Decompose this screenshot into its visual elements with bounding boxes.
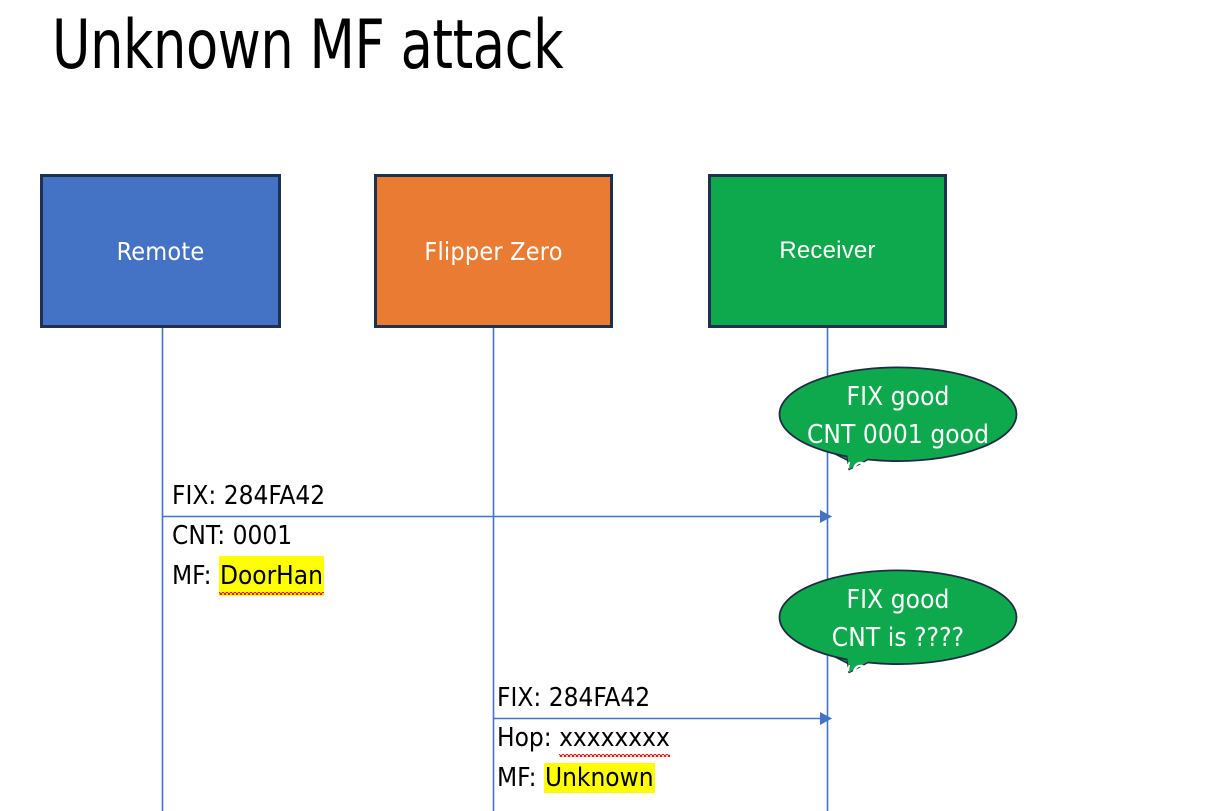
actor-label-remote: Remote xyxy=(116,236,205,266)
message-label-2-line-2: Hop: xxxxxxxx xyxy=(497,718,670,758)
actor-box-flipper[interactable]: Flipper Zero xyxy=(374,174,613,328)
message-label-1-line-2-value: 0001 xyxy=(232,521,293,551)
message-label-2-line-2-value: xxxxxxxx xyxy=(559,718,670,758)
message-label-1-line-2-prefix: CNT: xyxy=(172,521,233,551)
actor-box-remote[interactable]: Remote xyxy=(40,174,281,328)
message-arrow-1 xyxy=(162,510,832,523)
speech-bubble-receiver-2[interactable]: FIX good CNT is ???? “Opened” xyxy=(724,569,1072,693)
message-label-1-line-1: FIX: 284FA42 xyxy=(172,476,325,516)
actor-label-receiver: Receiver xyxy=(779,237,876,264)
message-label-2-line-2-prefix: Hop: xyxy=(497,723,560,753)
message-arrow-2 xyxy=(493,712,832,725)
message-label-2-line-1-prefix: FIX: xyxy=(497,683,549,713)
message-label-1-line-1-prefix: FIX: xyxy=(172,481,224,511)
message-label-2-line-1: FIX: 284FA42 xyxy=(497,678,670,718)
message-label-1-line-3-value: DoorHan xyxy=(218,556,324,596)
message-label-1-line-3: MF: DoorHan xyxy=(172,556,325,596)
message-label-2-line-3-value: Unknown xyxy=(543,763,655,793)
speech-bubble-receiver-1[interactable]: FIX good CNT 0001 good “Opened” xyxy=(724,366,1072,490)
message-label-1-line-3-prefix: MF: xyxy=(172,561,219,591)
message-label-2-line-1-value: 284FA42 xyxy=(548,683,651,713)
actor-label-flipper: Flipper Zero xyxy=(424,236,563,266)
page-title: Unknown MF attack xyxy=(52,6,564,85)
message-label-1-line-2: CNT: 0001 xyxy=(172,516,325,556)
message-label-1[interactable]: FIX: 284FA42 CNT: 0001 MF: DoorHan xyxy=(172,476,325,596)
message-label-2[interactable]: FIX: 284FA42 Hop: xxxxxxxx MF: Unknown xyxy=(497,678,670,798)
message-label-2-line-3: MF: Unknown xyxy=(497,758,670,798)
message-label-1-line-1-value: 284FA42 xyxy=(223,481,326,511)
actor-box-receiver[interactable]: Receiver xyxy=(708,174,947,328)
message-label-2-line-3-prefix: MF: xyxy=(497,763,544,793)
